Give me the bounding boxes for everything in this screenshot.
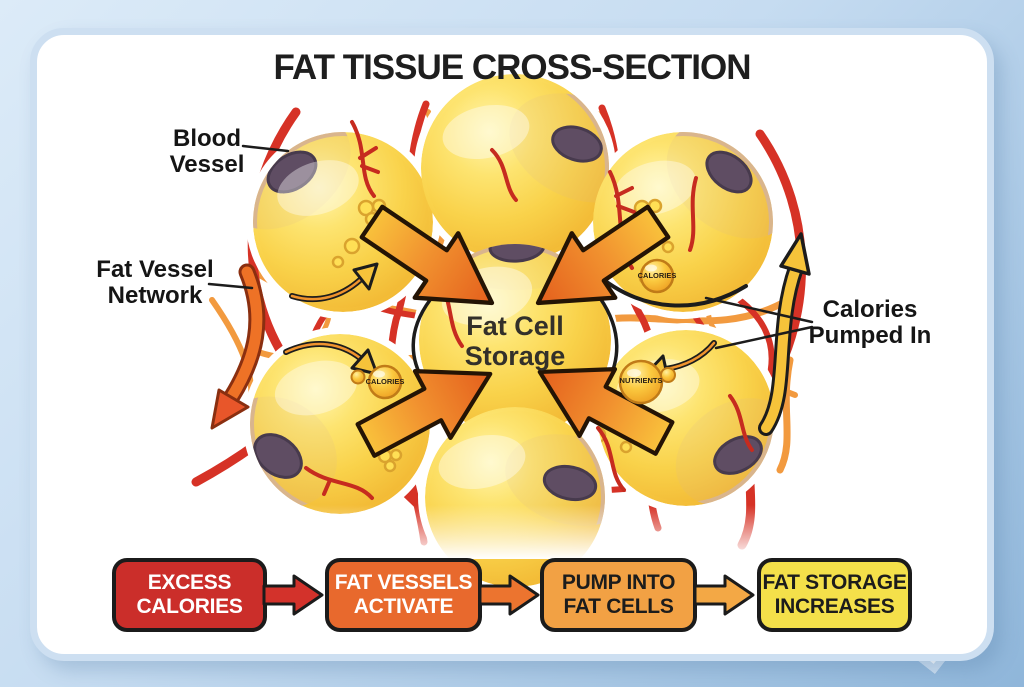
calories-pumped-pointer-upper <box>704 296 814 324</box>
bottom-fade <box>165 505 865 559</box>
label-fat-vessel-network: Fat Vessel Network <box>96 256 214 309</box>
label-blood-vessel: Blood Vessel <box>169 125 245 178</box>
flow-arrow-3-shape <box>693 574 755 616</box>
label-fat-cell-storage: Fat Cell Storage <box>464 311 566 371</box>
flow-arrow-1 <box>262 574 324 616</box>
calorie-inflow-arrows <box>355 204 675 458</box>
marker-label-calories-top: CALORIES <box>637 271 677 280</box>
flow-arrow-2-shape <box>478 574 540 616</box>
flow-step-pump-into-fat-cells: PUMP INTO FAT CELLS <box>540 558 697 632</box>
fat-cell-top-center <box>421 74 609 262</box>
fat-vessel-network-pointer <box>207 282 254 290</box>
fat-cell-bottom-left <box>250 334 430 514</box>
inflow-arrow-top-right <box>535 204 671 306</box>
calories-pumped-pointer-lower <box>714 325 814 350</box>
flow-step-fat-vessels-activate: FAT VESSELS ACTIVATE <box>325 558 482 632</box>
inflow-arrow-bottom-left <box>355 369 493 458</box>
label-calories-pumped-in: Calories Pumped In <box>808 296 932 349</box>
fat-cell-top-left <box>253 132 433 312</box>
blood-vessel-pointer <box>241 144 290 153</box>
marker-label-nutrients: NUTRIENTS <box>619 376 663 385</box>
inflow-arrow-bottom-right <box>537 367 675 456</box>
inflow-arrow-top-left <box>359 204 495 306</box>
marker-bubbles <box>350 258 676 405</box>
page-title: FAT TISSUE CROSS-SECTION <box>273 48 751 87</box>
calories-in-arrow-right <box>758 232 811 436</box>
flow-arrow-1-shape <box>262 574 324 616</box>
pointer-lines <box>207 144 814 350</box>
flow-step-excess-calories: EXCESS CALORIES <box>112 558 267 632</box>
flow-arrow-2 <box>478 574 540 616</box>
flow-step-fat-storage-increases: FAT STORAGE INCREASES <box>757 558 912 632</box>
flow-arrow-3 <box>693 574 755 616</box>
marker-label-calories-left: CALORIES <box>365 377 405 386</box>
